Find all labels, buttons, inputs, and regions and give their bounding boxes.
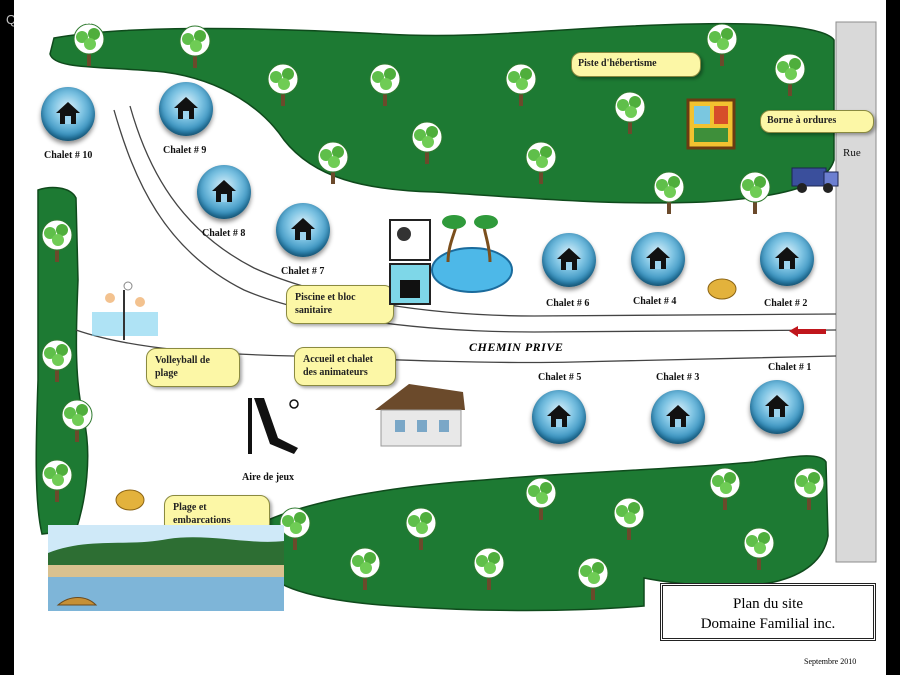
house-icon <box>291 218 315 240</box>
tree-icon <box>41 219 73 262</box>
map-title-line-2: Domaine Familial inc. <box>700 616 836 632</box>
volleyball-callout: Volleyball de plage <box>146 348 240 387</box>
tree-icon <box>613 497 645 540</box>
house-icon <box>646 247 670 269</box>
tree-icon <box>73 23 105 66</box>
tree-icon <box>653 171 685 214</box>
picnic-icon <box>115 489 145 511</box>
tree-icon <box>525 141 557 184</box>
accueil-callout: Accueil et chalet des animateurs <box>294 347 396 386</box>
map-title-line-1: Plan du site <box>733 596 803 612</box>
tree-icon <box>179 25 211 68</box>
tree-icon <box>614 91 646 134</box>
tree-icon <box>739 171 771 214</box>
house-icon <box>174 97 198 119</box>
chalet-2-label: Chalet # 2 <box>764 298 808 309</box>
chemin-prive-label: CHEMIN PRIVE <box>469 340 564 354</box>
pool-icon <box>431 215 513 293</box>
road-line <box>129 105 837 317</box>
chalet-6-marker[interactable] <box>542 233 596 287</box>
chalet-1-label: Chalet # 1 <box>768 362 812 373</box>
picnic-icon <box>707 278 737 300</box>
entry-arrow-icon <box>789 326 826 337</box>
tree-icon <box>317 141 349 184</box>
tree-icon <box>61 399 93 442</box>
aire-de-jeux-label: Aire de jeux <box>242 472 295 483</box>
chalet-5-label: Chalet # 5 <box>538 372 582 383</box>
house-icon <box>547 405 571 427</box>
house-icon <box>212 180 236 202</box>
street <box>835 21 877 563</box>
chalet-6-label: Chalet # 6 <box>546 298 590 309</box>
tree-icon <box>709 467 741 510</box>
chalet-7-label: Chalet # 7 <box>281 266 325 277</box>
tree-icon <box>411 121 443 164</box>
garbage-truck-icon <box>791 167 839 193</box>
tree-icon <box>706 23 738 66</box>
tree-icon <box>349 547 381 590</box>
playground-slide-icon <box>248 398 299 454</box>
house-icon <box>557 248 581 270</box>
map-title-box: Plan du site Domaine Familial inc. <box>660 583 876 641</box>
chalet-8-label: Chalet # 8 <box>202 228 246 239</box>
reception-house-icon <box>375 384 465 447</box>
house-icon <box>56 102 80 124</box>
tree-icon <box>525 477 557 520</box>
tree-icon <box>267 63 299 106</box>
beach-lake-picture <box>48 525 284 611</box>
chalet-2-marker[interactable] <box>760 232 814 286</box>
borne-ordures-callout: Borne à ordures <box>760 110 874 133</box>
shower-toilet-icon <box>389 219 431 305</box>
tree-icon <box>505 63 537 106</box>
chalet-4-marker[interactable] <box>631 232 685 286</box>
piscine-callout: Piscine et bloc sanitaire <box>286 285 394 324</box>
chalet-3-marker[interactable] <box>651 390 705 444</box>
tree-icon <box>41 459 73 502</box>
chalet-3-label: Chalet # 3 <box>656 372 700 383</box>
tree-icon <box>405 507 437 550</box>
tree-icon <box>577 557 609 600</box>
obstacle-course-icon <box>686 98 736 150</box>
chalet-4-label: Chalet # 4 <box>633 296 677 307</box>
house-icon <box>666 405 690 427</box>
piste-hebertisme-callout: Piste d'hébertisme <box>571 52 701 77</box>
forest-bottom <box>267 455 829 612</box>
chalet-9-label: Chalet # 9 <box>163 145 207 156</box>
chalet-7-marker[interactable] <box>276 203 330 257</box>
site-map: Chalet # 10 Chalet # 9 Chalet # 8 Chalet… <box>14 0 886 675</box>
tree-icon <box>793 467 825 510</box>
chalet-1-marker[interactable] <box>750 380 804 434</box>
chalet-10-label: Chalet # 10 <box>44 150 93 161</box>
house-icon <box>775 247 799 269</box>
tree-icon <box>369 63 401 106</box>
date-label: Septembre 2010 <box>804 657 857 666</box>
tree-icon <box>774 53 806 96</box>
volleyball-icon <box>92 281 158 340</box>
tree-icon <box>41 339 73 382</box>
tree-icon <box>473 547 505 590</box>
chalet-8-marker[interactable] <box>197 165 251 219</box>
house-icon <box>765 395 789 417</box>
tree-icon <box>743 527 775 570</box>
road-line <box>113 109 837 333</box>
tree-icon <box>279 507 311 550</box>
street-label: Rue <box>843 147 861 159</box>
watermark: QuebecLocationDeChalets.com <box>6 12 204 27</box>
chalet-9-marker[interactable] <box>159 82 213 136</box>
chalet-10-marker[interactable] <box>41 87 95 141</box>
chalet-5-marker[interactable] <box>532 390 586 444</box>
